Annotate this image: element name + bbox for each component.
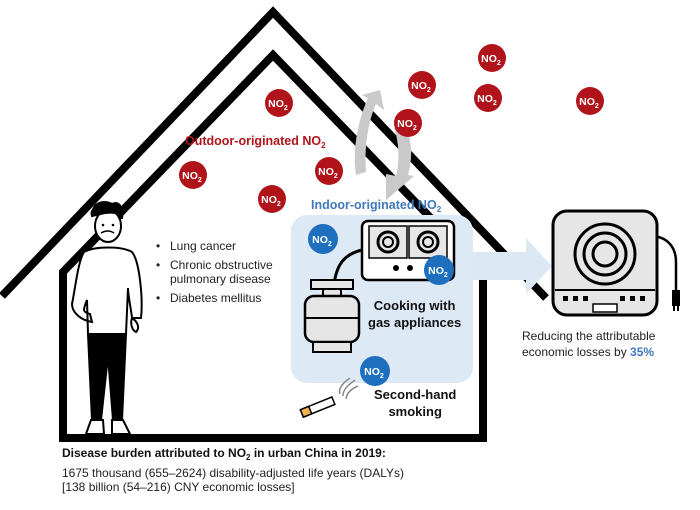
disease-text: pulmonary disease [170, 272, 271, 286]
bullet: • [156, 291, 161, 305]
molecule-label: NO2 [312, 234, 332, 248]
molecule-circle [478, 44, 506, 72]
molecule-label: NO2 [182, 170, 202, 184]
disease-text: Lung cancer [170, 239, 237, 253]
outdoor-no2-molecule: NO2 [474, 84, 502, 112]
bullet: • [156, 239, 161, 253]
disease-item-continued: pulmonary disease [156, 272, 273, 286]
molecule-label: NO2 [268, 98, 288, 112]
burden-title-prefix: Disease burden attributed to NO [62, 446, 247, 460]
molecule-circle [394, 109, 422, 137]
house-outer-roof [0, 6, 549, 301]
disease-item: • Lung cancer [156, 239, 273, 253]
indoor-no2-molecule: NO2 [360, 356, 390, 386]
exchange-arrow-down [386, 125, 414, 200]
outdoor-no2-molecule: NO2 [394, 109, 422, 137]
cigarette-icon [299, 377, 359, 419]
replacement-arrow [472, 238, 552, 294]
gas-cylinder-icon [303, 279, 361, 353]
intervention-prefix: economic losses by [522, 345, 631, 359]
smoking-line-2: smoking [388, 404, 442, 419]
burden-title: Disease burden attributed to NO2 in urba… [62, 446, 404, 466]
intervention-line-1: Reducing the attributable [522, 329, 656, 343]
disease-text: Diabetes mellitus [170, 291, 262, 305]
smoking-label: Second-hand smoking [374, 386, 456, 420]
molecule-circle [576, 87, 604, 115]
cooking-label: Cooking with gas appliances [368, 297, 461, 331]
indoor-no2-molecule: NO2 [424, 255, 454, 285]
house-inner-wall [59, 49, 487, 442]
molecule-label: NO2 [411, 80, 431, 94]
outdoor-no2-molecule: NO2 [408, 71, 436, 99]
molecule-label: NO2 [261, 194, 281, 208]
molecule-circle [315, 157, 343, 185]
disease-item: • Diabetes mellitus [156, 291, 273, 305]
outdoor-no2-molecule: NO2 [315, 157, 343, 185]
outdoor-no2-title: Outdoor-originated NO2 [185, 134, 326, 150]
indoor-no2-molecule: NO2 [308, 224, 338, 254]
outdoor-no2-molecule: NO2 [576, 87, 604, 115]
air-exchange-arrows [354, 90, 414, 200]
burden-dalys: 1675 thousand (655–2624) disability-adju… [62, 465, 404, 480]
molecule-label: NO2 [318, 166, 338, 180]
cooking-line-1: Cooking with [373, 298, 456, 313]
molecule-label: NO2 [579, 96, 599, 110]
molecule-label: NO2 [364, 366, 384, 380]
molecule-label: NO2 [397, 118, 417, 132]
indoor-title-subscript: 2 [436, 205, 442, 214]
outdoor-title-text: Outdoor-originated NO [185, 134, 322, 148]
outdoor-no2-molecule: NO2 [265, 89, 293, 117]
burden-title-suffix: in urban China in 2019: [250, 446, 386, 460]
indoor-no2-title: Indoor-originated NO2 [311, 198, 441, 214]
person-illustration [70, 201, 143, 435]
reduction-percent: 35% [630, 345, 655, 359]
cooking-line-2: gas appliances [368, 315, 462, 330]
disease-list: • Lung cancer • Chronic obstructive pulmon… [156, 239, 273, 310]
indoor-title-text: Indoor-originated NO [311, 198, 437, 212]
exchange-arrow-up [354, 90, 384, 175]
outdoor-no2-molecule: NO2 [179, 161, 207, 189]
molecule-circle [408, 71, 436, 99]
smoking-line-1: Second-hand [374, 387, 457, 402]
intervention-caption: Reducing the attributable economic losse… [522, 328, 655, 360]
disease-burden-summary: Disease burden attributed to NO2 in urba… [62, 446, 404, 495]
disease-item: • Chronic obstructive [156, 258, 273, 272]
outdoor-title-subscript: 2 [321, 141, 326, 150]
induction-cooker-icon [551, 209, 680, 317]
intervention-line-2: economic losses by 35% [522, 344, 655, 360]
molecule-label: NO2 [428, 265, 448, 279]
molecule-circle [179, 161, 207, 189]
molecule-label: NO2 [477, 93, 497, 107]
outdoor-no2-molecule: NO2 [258, 185, 286, 213]
molecule-circle [265, 89, 293, 117]
burden-title-subscript: 2 [246, 453, 251, 462]
molecule-label: NO2 [481, 53, 501, 67]
outdoor-no2-molecule: NO2 [478, 44, 506, 72]
disease-text: Chronic obstructive [170, 258, 273, 272]
bullet: • [156, 258, 161, 272]
molecule-circle [360, 356, 390, 386]
molecule-circle [474, 84, 502, 112]
molecule-circle [308, 224, 338, 254]
molecule-circle [258, 185, 286, 213]
burden-economic-losses: [138 billion (54–216) CNY economic losse… [62, 480, 295, 494]
bullet [156, 272, 170, 286]
molecule-circle [424, 255, 454, 285]
